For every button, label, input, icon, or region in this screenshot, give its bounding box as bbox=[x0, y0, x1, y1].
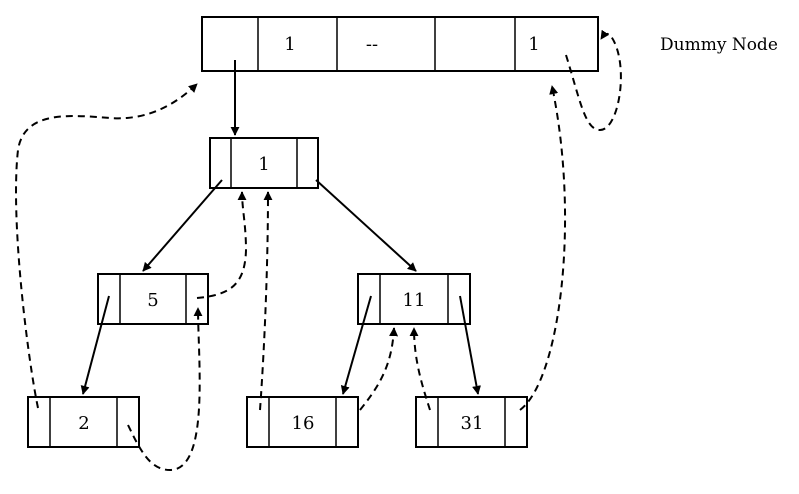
dummy-field-4: 1 bbox=[528, 34, 539, 55]
node-11-value: 11 bbox=[403, 290, 426, 311]
dummy-field-1: 1 bbox=[284, 34, 295, 55]
node-2-value: 2 bbox=[78, 413, 89, 434]
node-root-value: 1 bbox=[258, 154, 269, 175]
thread-16-to-11 bbox=[359, 327, 399, 411]
node-5: 5 bbox=[97, 273, 209, 325]
node-11: 11 bbox=[357, 273, 471, 325]
node-root: 1 bbox=[209, 137, 319, 189]
thread-31-to-dummy bbox=[519, 85, 567, 411]
node-16: 16 bbox=[246, 396, 359, 448]
node-5-value: 5 bbox=[147, 290, 158, 311]
edge-root-to-11 bbox=[315, 179, 417, 272]
node-31-value: 31 bbox=[461, 413, 484, 434]
edge-11-to-16 bbox=[340, 295, 372, 395]
dummy-node: 1 -- 1 bbox=[201, 16, 599, 72]
edge-11-to-31 bbox=[459, 295, 481, 395]
node-16-value: 16 bbox=[292, 413, 315, 434]
thread-2-to-5 bbox=[127, 307, 203, 472]
thread-31-to-11 bbox=[409, 327, 431, 411]
node-31: 31 bbox=[415, 396, 528, 448]
thread-dummy-self-loop bbox=[565, 29, 622, 132]
edge-root-to-5 bbox=[142, 179, 223, 272]
dummy-node-caption: Dummy Node bbox=[660, 35, 778, 55]
thread-16-to-root bbox=[259, 191, 273, 411]
edge-5-to-2 bbox=[80, 295, 110, 395]
dummy-field-2: -- bbox=[366, 34, 378, 55]
node-2: 2 bbox=[27, 396, 140, 448]
thread-5-to-root bbox=[196, 191, 248, 299]
thread-2-to-dummy bbox=[15, 83, 198, 409]
